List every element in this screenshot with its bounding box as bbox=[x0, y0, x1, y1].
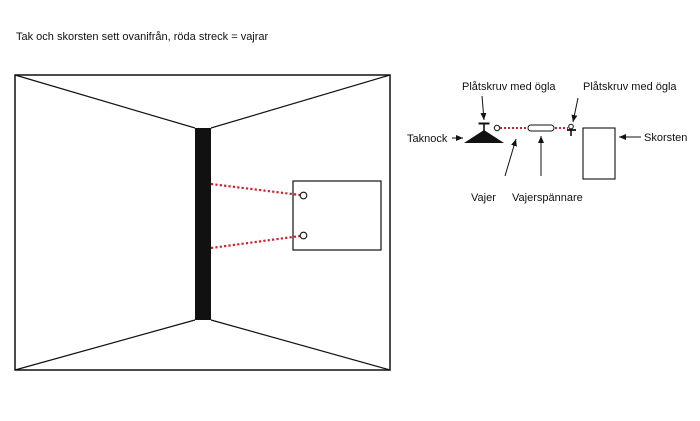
label-screw-right: Plåtskruv med ögla bbox=[583, 81, 677, 93]
hip-line-bottom-right bbox=[210, 319, 391, 371]
label-wire: Vajer bbox=[471, 192, 496, 204]
ridge-profile bbox=[464, 130, 504, 143]
hip-line-top-right bbox=[210, 74, 391, 129]
arrow-wire bbox=[504, 138, 517, 177]
eyelet-upper bbox=[299, 191, 308, 200]
tensioner-body bbox=[527, 124, 555, 132]
chimney-profile bbox=[582, 127, 616, 180]
roof-outline bbox=[14, 74, 391, 371]
hip-line-top-left bbox=[14, 74, 196, 129]
hip-line-bottom-left bbox=[14, 319, 196, 371]
arrow-screw-left bbox=[480, 95, 487, 121]
label-chimney: Skorsten bbox=[644, 132, 687, 144]
chimney-plan bbox=[292, 180, 382, 251]
diagram-caption: Tak och skorsten sett ovanifrån, röda st… bbox=[16, 31, 269, 43]
side-view-detail: Plåtskruv med ögla Plåtskruv med ögla Ta… bbox=[407, 81, 687, 204]
label-screw-left: Plåtskruv med ögla bbox=[462, 81, 556, 93]
wire-upper bbox=[210, 182, 301, 197]
arrow-screw-right bbox=[571, 97, 579, 123]
eyelet-lower bbox=[299, 231, 308, 240]
chimney-screw-eyelet bbox=[568, 123, 574, 130]
roof-ridge bbox=[195, 128, 211, 320]
roof-plan-view bbox=[14, 74, 391, 371]
label-ridge: Taknock bbox=[407, 133, 448, 145]
wire-lower bbox=[210, 234, 301, 250]
ridge-screw-eyelet bbox=[493, 124, 501, 132]
label-tensioner: Vajerspännare bbox=[512, 192, 583, 204]
